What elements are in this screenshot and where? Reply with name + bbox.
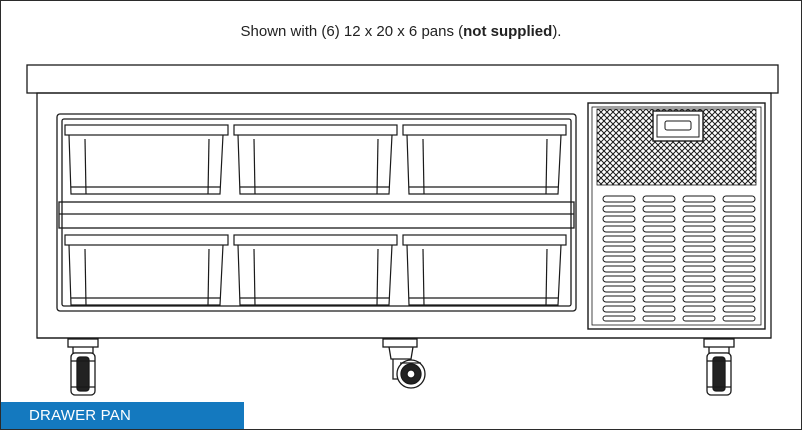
pan (402, 124, 567, 195)
mesh-grille (596, 108, 757, 186)
drawer-frame (56, 113, 577, 312)
top-rail (26, 64, 779, 94)
caster-center (382, 338, 426, 389)
pan (233, 124, 398, 195)
drawer-divider (58, 201, 575, 229)
caption-bold: not supplied (463, 23, 553, 40)
pan (64, 124, 229, 195)
pan (233, 234, 398, 306)
caster-left (67, 338, 99, 396)
caption-prefix: Shown with (6) 12 x 20 x 6 pans ( (240, 23, 464, 40)
condenser-panel (587, 102, 766, 330)
caster-right (703, 338, 735, 396)
pan (402, 234, 567, 306)
caption-suffix: ). (552, 23, 562, 40)
pan-row-bottom (64, 234, 567, 306)
pan (64, 234, 229, 306)
pan-row-top (64, 124, 567, 195)
section-label-tab: DRAWER PAN CONFIGURATION (1, 402, 244, 429)
figure-caption: Shown with (6) 12 x 20 x 6 pans (not sup… (1, 23, 801, 40)
control-panel-display-icon (652, 110, 704, 142)
louver-vents (602, 195, 756, 322)
